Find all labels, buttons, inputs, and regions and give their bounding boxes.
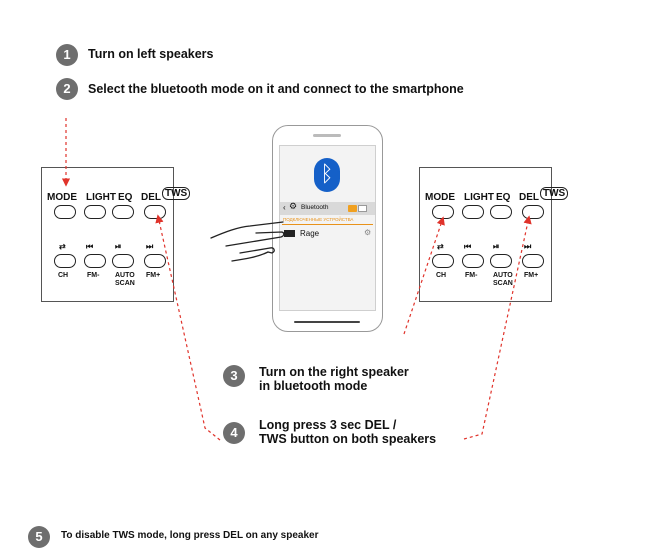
eq-label: EQ bbox=[118, 192, 133, 203]
auto-label: AUTO bbox=[115, 272, 135, 279]
connected-devices-header: ПОДКЛЮЧЕННЫЕ УСТРОЙСТВА bbox=[283, 217, 354, 222]
eq-button[interactable] bbox=[490, 205, 512, 219]
light-label: LIGHT bbox=[464, 192, 494, 203]
left-speaker-panel: MODE LIGHT EQ DEL TWS ⇄ ⏮ ⏯ ⏭ CH FM- AUT… bbox=[41, 167, 191, 302]
device-row[interactable]: Rage ⚙ bbox=[280, 227, 375, 241]
bluetooth-logo-icon: ᛒ bbox=[314, 158, 340, 192]
ch-label: CH bbox=[58, 272, 69, 279]
light-button[interactable] bbox=[84, 205, 106, 219]
device-icon bbox=[284, 230, 295, 237]
step-2-text: Select the bluetooth mode on it and conn… bbox=[88, 82, 464, 96]
phone-speaker-slot bbox=[313, 134, 341, 137]
auto-scan-button[interactable] bbox=[490, 254, 512, 268]
mode-button[interactable] bbox=[432, 205, 454, 219]
tws-label: TWS bbox=[540, 187, 569, 200]
step-3-line-1: Turn on the right speaker bbox=[259, 365, 409, 379]
fm-plus-label: FM+ bbox=[146, 272, 161, 279]
fm-minus-button[interactable] bbox=[462, 254, 484, 268]
light-label: LIGHT bbox=[86, 192, 116, 203]
fm-plus-button[interactable] bbox=[144, 254, 166, 268]
fm-plus-button[interactable] bbox=[522, 254, 544, 268]
repeat-icon: ⇄ bbox=[437, 242, 444, 251]
previous-icon: ⏮ bbox=[464, 242, 472, 251]
step-4-line-1: Long press 3 sec DEL / bbox=[259, 418, 397, 432]
tws-label: TWS bbox=[162, 187, 191, 200]
step-5-badge: 5 bbox=[28, 526, 50, 548]
scan-label: SCAN bbox=[115, 280, 135, 287]
light-button[interactable] bbox=[462, 205, 484, 219]
bluetooth-toggle[interactable] bbox=[348, 205, 357, 212]
mode-button[interactable] bbox=[54, 205, 76, 219]
fm-minus-label: FM- bbox=[465, 272, 478, 279]
eq-button[interactable] bbox=[112, 205, 134, 219]
bluetooth-header-bar: ‹ ⚙ Bluetooth bbox=[280, 202, 375, 215]
scan-label: SCAN bbox=[493, 280, 513, 287]
step-3-line-2: in bluetooth mode bbox=[259, 379, 368, 393]
bluetooth-header-title: Bluetooth bbox=[301, 204, 329, 211]
ch-label: CH bbox=[436, 272, 447, 279]
step-1-badge: 1 bbox=[56, 44, 78, 66]
del-button[interactable] bbox=[522, 205, 544, 219]
fm-minus-button[interactable] bbox=[84, 254, 106, 268]
ch-button[interactable] bbox=[54, 254, 76, 268]
phone-screen: ᛒ ‹ ⚙ Bluetooth ПОДКЛЮЧЕННЫЕ УСТРОЙСТВА … bbox=[279, 145, 376, 311]
auto-scan-button[interactable] bbox=[112, 254, 134, 268]
device-settings-icon[interactable]: ⚙ bbox=[364, 228, 372, 237]
step-1-text: Turn on left speakers bbox=[88, 47, 214, 61]
auto-label: AUTO bbox=[493, 272, 513, 279]
repeat-icon: ⇄ bbox=[59, 242, 66, 251]
toggle-off-half bbox=[358, 205, 367, 212]
step-3-badge: 3 bbox=[223, 365, 245, 387]
section-divider bbox=[282, 224, 373, 225]
play-pause-icon: ⏯ bbox=[493, 242, 500, 251]
previous-icon: ⏮ bbox=[86, 242, 94, 251]
mode-label: MODE bbox=[425, 192, 455, 203]
next-icon: ⏭ bbox=[524, 242, 532, 251]
settings-icon[interactable]: ⚙ bbox=[289, 202, 298, 212]
del-label: DEL bbox=[519, 192, 539, 203]
ch-button[interactable] bbox=[432, 254, 454, 268]
play-pause-icon: ⏯ bbox=[115, 242, 122, 251]
del-label: DEL bbox=[141, 192, 161, 203]
eq-label: EQ bbox=[496, 192, 511, 203]
device-name: Rage bbox=[300, 229, 320, 238]
fm-minus-label: FM- bbox=[87, 272, 100, 279]
step-5-text: To disable TWS mode, long press DEL on a… bbox=[61, 530, 319, 541]
fm-plus-label: FM+ bbox=[524, 272, 539, 279]
step-2-badge: 2 bbox=[56, 78, 78, 100]
next-icon: ⏭ bbox=[146, 242, 154, 251]
right-speaker-panel: MODE LIGHT EQ DEL TWS ⇄ ⏮ ⏯ ⏭ CH FM- AUT… bbox=[419, 167, 569, 302]
phone-home-bar bbox=[294, 321, 360, 323]
del-button[interactable] bbox=[144, 205, 166, 219]
back-icon[interactable]: ‹ bbox=[283, 203, 286, 212]
mode-label: MODE bbox=[47, 192, 77, 203]
step-4-line-2: TWS button on both speakers bbox=[259, 432, 437, 446]
step-4-badge: 4 bbox=[223, 422, 245, 444]
